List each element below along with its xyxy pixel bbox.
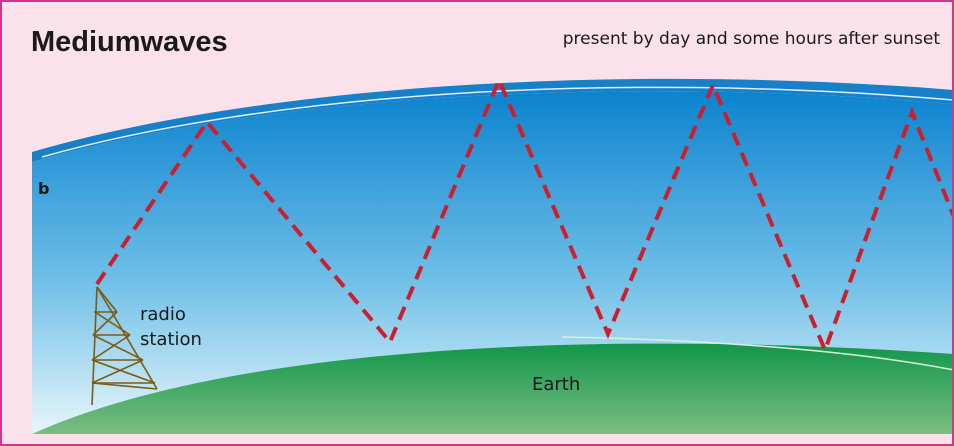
earth-horizon-highlight [561, 336, 952, 371]
ionosphere-band [32, 78, 952, 162]
ionosphere-edge-highlight [41, 86, 952, 158]
tower-label-line2: station [140, 329, 202, 350]
diagram-title: Mediumwaves [31, 26, 228, 58]
earth-label: Earth [532, 374, 580, 395]
earth-surface [32, 343, 952, 434]
panel-label: b [38, 179, 49, 198]
radio-tower-icon [91, 286, 158, 406]
wave-propagation-path [95, 74, 952, 356]
diagram-subtitle: present by day and some hours after suns… [562, 29, 940, 49]
tower-label-line1: radio [140, 304, 186, 325]
